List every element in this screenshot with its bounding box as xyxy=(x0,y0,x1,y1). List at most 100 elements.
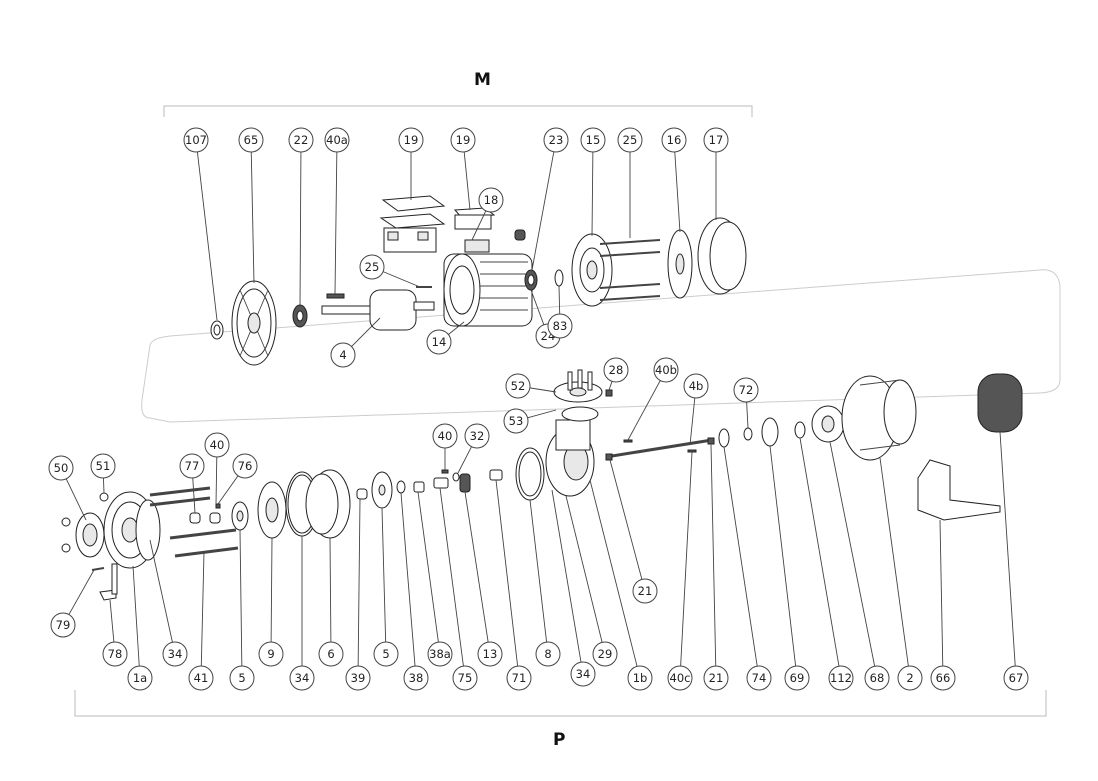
part-bearing-24 xyxy=(524,269,538,291)
callout-number: 25 xyxy=(623,133,638,147)
callout-number: 1b xyxy=(633,671,648,685)
part-stage-casing-6 xyxy=(305,469,351,539)
motor-callout-15: 15 xyxy=(580,127,606,153)
callout-number: 83 xyxy=(553,319,568,333)
part-ring-38 xyxy=(396,480,406,494)
pump-leader-78 xyxy=(109,599,115,643)
part-key-40c xyxy=(687,449,697,453)
pump-leader-34 xyxy=(149,539,173,643)
callout-circle xyxy=(683,373,709,399)
callout-number: 77 xyxy=(185,459,200,473)
part-impeller-5 xyxy=(231,501,249,531)
pump-callout-39: 39 xyxy=(345,665,371,691)
callout-circle xyxy=(229,665,255,691)
callout-circle xyxy=(478,187,504,213)
part-plug-28 xyxy=(605,389,613,397)
callout-number: 17 xyxy=(709,133,724,147)
callout-number: 18 xyxy=(484,193,499,207)
part-diffuser-9 xyxy=(257,481,287,539)
callout-number: 79 xyxy=(56,618,71,632)
callout-number: 75 xyxy=(458,671,473,685)
motor-leader-4 xyxy=(351,317,381,347)
pump-leader-77 xyxy=(192,477,196,514)
callout-number: 22 xyxy=(294,133,309,147)
callout-circle xyxy=(373,641,399,667)
callout-circle xyxy=(617,127,643,153)
part-bearing-72 xyxy=(743,427,753,441)
callout-number: 68 xyxy=(870,671,885,685)
pump-callout-21: 21 xyxy=(703,665,729,691)
pump-callout-66: 66 xyxy=(930,665,956,691)
pump-callout-8: 8 xyxy=(535,641,561,667)
callout-number: 40 xyxy=(438,429,453,443)
pump-leader-69 xyxy=(769,445,797,667)
callout-number: 2 xyxy=(906,671,913,685)
pump-callout-41: 41 xyxy=(188,665,214,691)
part-guard-67 xyxy=(977,373,1023,433)
callout-number: 25 xyxy=(365,260,380,274)
callout-circle xyxy=(547,313,573,339)
pump-callout-71: 71 xyxy=(506,665,532,691)
callout-circle xyxy=(505,373,531,399)
part-screw-79 xyxy=(91,567,105,571)
callout-circle xyxy=(188,665,214,691)
callout-circle xyxy=(452,665,478,691)
part-flange-50-51 xyxy=(61,492,109,558)
pump-callout-5: 5 xyxy=(373,641,399,667)
pump-callout-5: 5 xyxy=(229,665,255,691)
pump-leader-68 xyxy=(829,441,876,667)
callout-number: 76 xyxy=(238,459,253,473)
pump-callout-29: 29 xyxy=(592,641,618,667)
callout-circle xyxy=(183,127,209,153)
pump-callout-72: 72 xyxy=(733,377,759,403)
callout-circle xyxy=(864,665,890,691)
pump-callout-51: 51 xyxy=(90,453,116,479)
callout-circle xyxy=(318,641,344,667)
callout-number: 6 xyxy=(327,647,334,661)
part-impeller-5b xyxy=(371,471,393,509)
pump-callout-2: 2 xyxy=(897,665,923,691)
pump-callout-68: 68 xyxy=(864,665,890,691)
motor-bracket xyxy=(141,105,1061,423)
callout-number: 19 xyxy=(404,133,419,147)
callout-circle xyxy=(289,665,315,691)
part-sleeve-71 xyxy=(489,469,503,481)
pump-callout-69: 69 xyxy=(784,665,810,691)
callout-number: 32 xyxy=(470,429,485,443)
part-lantern-2 xyxy=(841,375,917,461)
motor-callout-107: 107 xyxy=(183,127,209,153)
pump-leader-1a xyxy=(132,565,140,667)
motor-callout-23: 23 xyxy=(543,127,569,153)
pump-callout-38: 38 xyxy=(403,665,429,691)
callout-circle xyxy=(162,641,188,667)
motor-callout-22: 22 xyxy=(288,127,314,153)
callout-number: 69 xyxy=(790,671,805,685)
pump-leader-53 xyxy=(527,409,557,419)
pump-leader-5 xyxy=(381,507,387,643)
callout-number: 107 xyxy=(185,133,207,147)
part-key-40a xyxy=(326,293,345,299)
motor-leader-23 xyxy=(531,151,555,271)
callout-circle xyxy=(703,127,729,153)
pump-leader-50 xyxy=(65,478,87,521)
callout-number: 4b xyxy=(689,379,704,393)
pump-callout-34: 34 xyxy=(162,641,188,667)
callout-number: 1a xyxy=(133,671,147,685)
pump-callout-77: 77 xyxy=(179,453,205,479)
callout-circle xyxy=(450,127,476,153)
pump-leader-41 xyxy=(200,551,205,667)
pump-callout-53: 53 xyxy=(503,408,529,434)
pump-leader-39 xyxy=(357,498,361,667)
callout-circle xyxy=(667,665,693,691)
part-coupling-69 xyxy=(761,417,779,447)
part-tie-rods-25 xyxy=(599,239,661,301)
callout-circle xyxy=(632,578,658,604)
motor-leader-83 xyxy=(558,285,561,315)
callout-circle xyxy=(330,342,356,368)
pump-leader-9 xyxy=(270,537,273,643)
callout-number: 34 xyxy=(576,667,591,681)
callout-circle xyxy=(204,432,230,458)
pump-callout-40: 40 xyxy=(432,423,458,449)
callout-circle xyxy=(324,127,350,153)
motor-leader-25 xyxy=(382,271,421,288)
